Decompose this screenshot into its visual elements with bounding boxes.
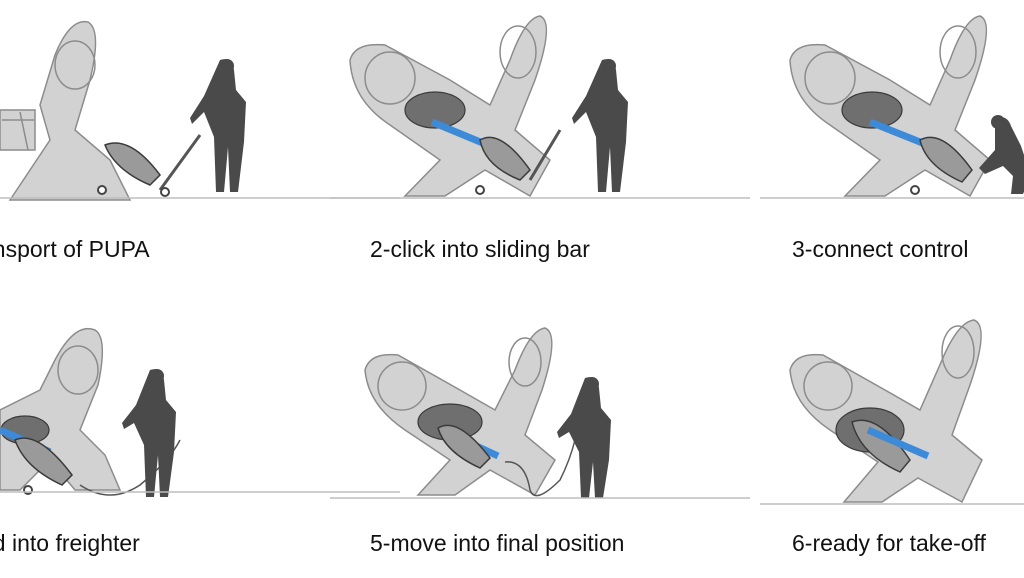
pupa-pod-on-cart [475,129,562,195]
crouching-operator [979,115,1024,194]
step-3-caption: 3-connect control [792,236,969,262]
pupa-pod-on-cart [97,134,202,197]
step-5-caption: 5-move into final position [370,530,625,556]
step-6-illustration [760,319,1024,505]
pupa-pod [437,424,491,469]
freighter-aircraft [789,319,983,504]
step-2-illustration [330,15,750,199]
ground-operator [122,369,176,497]
step-5-panel: 5-move into final position [330,290,750,578]
control-cable [504,439,576,497]
step-3-panel: 3-connect control [760,0,1024,288]
step-4-caption: ad into freighter [0,530,140,556]
step-3-illustration [760,15,1024,199]
step-4-panel: ad into freighter [0,290,400,578]
step-4-illustration [0,327,400,497]
freighter-aircraft [0,20,132,201]
pupa-pod [910,136,973,195]
step-2-panel: 2-click into sliding bar [330,0,750,288]
step-1-caption: ansport of PUPA [0,236,150,262]
freighter-aircraft [364,327,556,497]
step-6-caption: 6-ready for take-off [792,530,986,556]
step-6-panel: 6-ready for take-off [760,290,1024,578]
ground-operator [190,59,246,192]
sliding-bar [866,426,930,460]
step-5-illustration [330,327,750,499]
pupa-pod [851,419,911,473]
step-2-caption: 2-click into sliding bar [370,236,590,262]
ground-operator [572,59,628,192]
ground-operator [557,377,611,498]
